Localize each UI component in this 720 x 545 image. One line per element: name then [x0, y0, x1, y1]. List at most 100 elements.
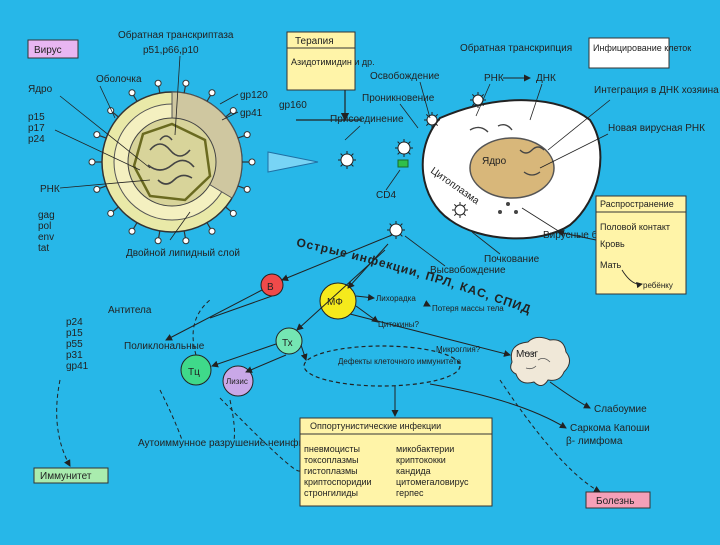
immunity-legend-box [33, 467, 109, 484]
penetration-label: Проникновение [362, 93, 435, 104]
entry-arrow [267, 151, 319, 173]
kaposi-label: Саркома Капоши [570, 423, 650, 434]
flow-arrows [165, 229, 597, 429]
gp120-spike [88, 158, 102, 166]
approaching-virions [338, 92, 486, 239]
tx-cell [275, 327, 303, 355]
virus-particle [424, 112, 440, 128]
gene-env: env [38, 232, 54, 243]
rna-label: РНК [40, 184, 60, 195]
virion-capsid [132, 122, 212, 202]
polyclonal-label: Поликлональные [124, 341, 205, 352]
rt-label: Обратная транскриптаза [118, 29, 234, 41]
gp120-spike [225, 206, 237, 217]
b-cell-label: В [267, 282, 274, 293]
spread-route-3: Мать [600, 260, 622, 270]
immunity-legend-label: Иммунитет [40, 471, 92, 482]
opp-right-2: криптококки [396, 455, 446, 465]
disease-legend-box [585, 491, 651, 509]
host-nucleus [469, 137, 555, 199]
gp120-spike [225, 107, 237, 118]
cycle-leader-lines [344, 81, 611, 267]
protein-dot [498, 210, 502, 214]
infection-box-text: Инфицирование клеток [593, 43, 691, 53]
virus-title: Вирус [34, 45, 62, 56]
gp120-spike [242, 158, 256, 166]
weight-loss-label: Потеря массы тела [432, 304, 504, 313]
therapy-box: Терапия Азидотимидин и др. [286, 31, 375, 91]
gp120-spike [182, 79, 190, 94]
ab-protein-3: p55 [66, 339, 83, 350]
dashed-arrows [56, 299, 601, 493]
spread-box: Распространение Половой контакт Кровь Ма… [595, 195, 687, 295]
reverse-transcription-label: Обратная транскрипция [460, 42, 572, 54]
opp-right-5: герпес [396, 488, 424, 498]
lymphoma-label: β- лимфома [566, 435, 623, 447]
cytokines-label: Цитокины? [378, 320, 420, 329]
virion [88, 79, 256, 245]
gp120-spike [107, 107, 119, 118]
gene-gag: gag [38, 210, 55, 221]
integration-label: Интеграция в ДНК хозяина [594, 85, 719, 96]
immunity-defect-label: Дефекты клеточного иммунитета [338, 357, 462, 366]
gp120-spike [206, 89, 216, 102]
ab-protein-2: p15 [66, 328, 83, 339]
release-label: Освобождение [370, 70, 440, 82]
gp120-spike [128, 222, 138, 235]
opp-right-1: микобактерии [396, 444, 454, 454]
ab-protein-1: p24 [66, 317, 83, 328]
therapy-title: Терапия [295, 36, 334, 47]
dementia-label: Слабоумие [594, 403, 647, 415]
opp-left-3: гистоплазмы [304, 466, 358, 476]
core-protein-2: p17 [28, 123, 45, 134]
opp-right-3: кандида [396, 466, 431, 476]
cd4-label: CD4 [376, 190, 396, 201]
mf-label: МФ [327, 297, 343, 308]
bilayer-label-1: Двойной липидный слой [126, 248, 240, 259]
ab-protein-5: gp41 [66, 361, 89, 372]
opportunistic-box: Оппортунистические инфекции пневмоцисты … [299, 417, 493, 507]
virion-nucleus-label: Ядро [28, 84, 53, 95]
attachment-label: Присоединение [330, 114, 404, 125]
tx-label: Тх [282, 338, 293, 349]
virus-particle [338, 151, 356, 169]
gp120-spike [93, 185, 107, 193]
virion-matrix [127, 117, 217, 207]
spread-to-child: ребёнку [643, 281, 673, 290]
spread-route-1: Половой контакт [600, 222, 670, 232]
egress-label: Высвобождение [430, 264, 506, 276]
infection-box: Инфицирование клеток [588, 37, 691, 69]
gp120-label: gp120 [240, 90, 268, 101]
mf-cell [319, 282, 357, 320]
fever-label: Лихорадка [376, 294, 416, 303]
gp120-spike [93, 131, 107, 139]
gene-pol: pol [38, 221, 51, 232]
opp-right-4: цитомегаловирус [396, 477, 469, 487]
gp120-spike [107, 206, 119, 217]
virion-leader-lines [54, 55, 239, 241]
envelope-label: Оболочка [96, 73, 142, 85]
opportunistic-title: Оппортунистические инфекции [310, 421, 441, 431]
virus-particle [395, 139, 413, 157]
brain-icon [510, 336, 570, 386]
ab-protein-4: p31 [66, 350, 83, 361]
gp120-spike [237, 185, 251, 193]
antibodies-label: Антитела [108, 305, 152, 316]
cell-viral-particles [498, 202, 518, 214]
spread-title: Распространение [600, 199, 674, 209]
protein-dot [514, 210, 518, 214]
opp-left-4: криптоспоридии [304, 477, 372, 487]
gene-tat: tat [38, 243, 49, 254]
opp-left-5: стронгилиды [304, 488, 358, 498]
budding-label: Почкование [484, 254, 540, 265]
new-rna-label: Новая вирусная РНК [608, 123, 705, 134]
therapy-drugs: Азидотимидин и др. [291, 57, 375, 67]
virion-rna-strands [147, 135, 195, 185]
brain-label: Мозг [516, 349, 538, 360]
disease-legend-label: Болезнь [596, 496, 634, 507]
virus-particle [452, 202, 468, 218]
rt-proteins: p51,p66,p10 [143, 45, 199, 56]
gp120-spike [154, 230, 162, 245]
virus-particle [470, 92, 486, 108]
